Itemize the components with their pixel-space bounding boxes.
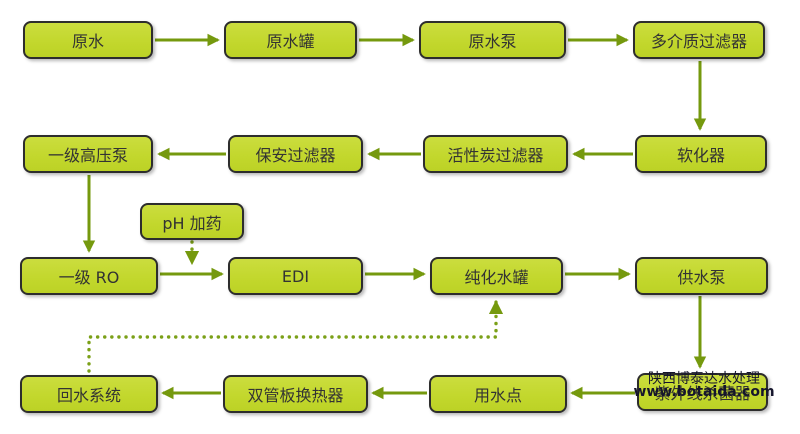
flow-node-water-use-point: 用水点	[429, 375, 567, 413]
flow-node-edi: EDI	[228, 257, 363, 295]
flow-node-raw-water-tank: 原水罐	[224, 21, 357, 59]
flow-node-multi-media-filter: 多介质过滤器	[633, 21, 765, 59]
flow-node-raw-water-pump: 原水泵	[419, 21, 566, 59]
flow-node-first-stage-ro: 一级 RO	[20, 257, 158, 295]
flow-node-security-filter: 保安过滤器	[228, 135, 363, 173]
flow-node-raw-water: 原水	[23, 21, 153, 59]
flow-node-softener: 软化器	[635, 135, 767, 173]
flow-node-activated-carbon-filter: 活性炭过滤器	[423, 135, 568, 173]
flow-node-uv-sterilizer: 紫外线杀菌器	[637, 373, 768, 411]
flow-node-ph-dosing: pH 加药	[140, 203, 244, 240]
flow-node-purified-water-tank: 纯化水罐	[430, 257, 563, 295]
flow-node-return-water-system: 回水系统	[20, 375, 158, 413]
flow-node-first-stage-high-pressure-pump: 一级高压泵	[23, 135, 153, 173]
edge-return-water-system-to-purified-water-tank-dotted	[87, 299, 504, 373]
flow-node-supply-pump: 供水泵	[635, 257, 768, 295]
flow-node-double-tube-sheet-heat-exchanger: 双管板换热器	[223, 375, 368, 413]
